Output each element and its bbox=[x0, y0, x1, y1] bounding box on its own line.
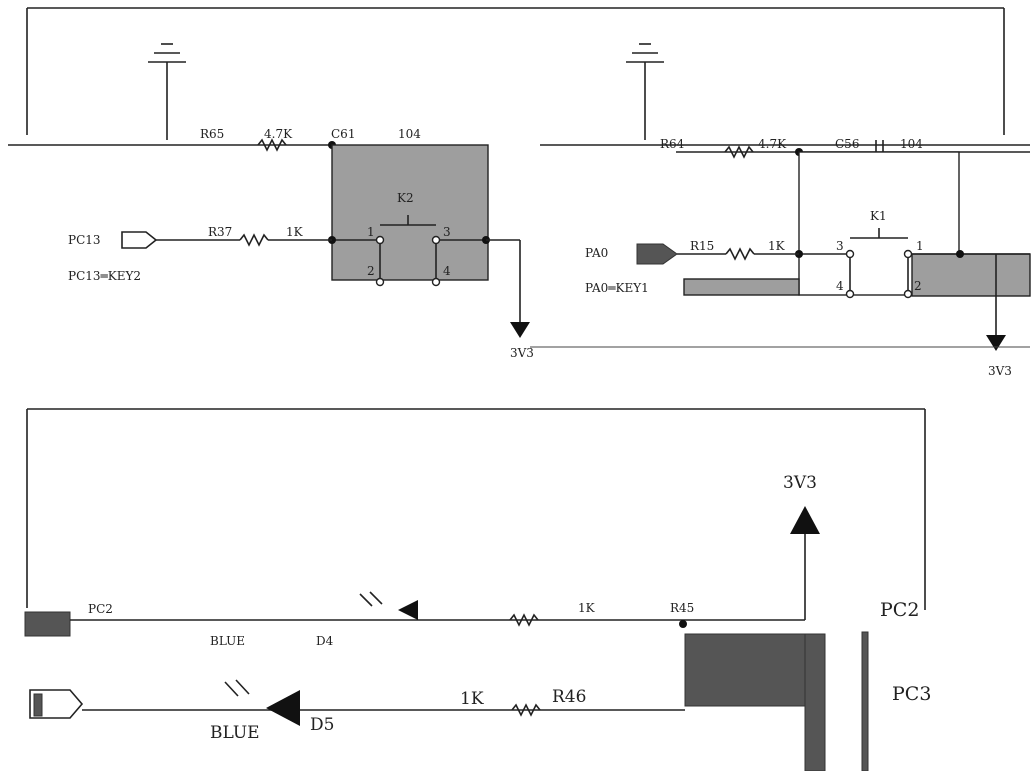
pc2-right-label: PC2 bbox=[880, 599, 919, 621]
r37-resistor-symbol bbox=[239, 233, 269, 247]
d4-name-label: D4 bbox=[316, 634, 334, 648]
k1-pin-2: 2 bbox=[914, 279, 922, 293]
k1-pin-3: 3 bbox=[836, 239, 844, 253]
r46-label: R46 bbox=[552, 687, 586, 707]
r46-resistor-symbol bbox=[511, 703, 541, 717]
r46-value: 1K bbox=[460, 689, 484, 709]
r45-label: R45 bbox=[670, 601, 694, 615]
key2-circuit: R65 4.7K C61 104 K2 1 2 3 4 PC13 PC13═KE… bbox=[8, 127, 534, 360]
r37-label: R37 bbox=[208, 225, 232, 239]
pc3-right-label: PC3 bbox=[892, 683, 931, 705]
pc3-port-symbol bbox=[29, 689, 84, 719]
k2-pin-4: 4 bbox=[443, 264, 451, 278]
c61-value: 104 bbox=[398, 127, 421, 141]
3v3-arrow-left bbox=[510, 322, 530, 338]
c56-value: 104 bbox=[900, 137, 923, 151]
r45-value: 1K bbox=[578, 601, 596, 615]
k1-pin-4: 4 bbox=[836, 279, 844, 293]
r64-label: R64 bbox=[660, 137, 685, 151]
3v3-up-arrow bbox=[790, 506, 820, 534]
key1-circuit: R64 4.7K C56 104 K1 3 1 4 2 PA0 P bbox=[530, 137, 1031, 378]
r15-resistor-symbol bbox=[725, 247, 755, 261]
pa0-alias-label: PA0═KEY1 bbox=[585, 281, 649, 295]
pc2-port-label: PC2 bbox=[88, 602, 113, 616]
d5-led-symbol bbox=[266, 690, 300, 726]
k2-pin-1: 1 bbox=[367, 225, 375, 239]
r15-value: 1K bbox=[768, 239, 786, 253]
r65-resistor-symbol bbox=[257, 138, 287, 152]
supply-label-left: 3V3 bbox=[510, 346, 534, 360]
r64-resistor-symbol bbox=[724, 145, 754, 159]
3v3-arrow-right bbox=[986, 335, 1006, 351]
d4-color-label: BLUE bbox=[210, 634, 245, 648]
d4-led-symbol bbox=[398, 600, 418, 620]
supply-label-bottom: 3V3 bbox=[783, 473, 817, 493]
d5-name-label: D5 bbox=[310, 715, 334, 735]
pc13-port-symbol bbox=[121, 231, 158, 249]
pa0-port-symbol bbox=[636, 243, 678, 265]
pc13-alias-label: PC13═KEY2 bbox=[68, 269, 141, 283]
k2-switch-body bbox=[331, 144, 489, 281]
r65-value: 4.7K bbox=[264, 127, 293, 141]
pc2-port-block bbox=[24, 611, 71, 637]
ground-symbol-left bbox=[148, 43, 186, 140]
k2-pin-2: 2 bbox=[367, 264, 375, 278]
top-frame bbox=[26, 7, 1005, 135]
c56-label: C56 bbox=[835, 137, 859, 151]
r65-label: R65 bbox=[200, 127, 224, 141]
pc13-port-label: PC13 bbox=[68, 233, 101, 247]
pa0-port-label: PA0 bbox=[585, 246, 608, 260]
k2-pin-3: 3 bbox=[443, 225, 451, 239]
r15-label: R15 bbox=[690, 239, 714, 253]
r64-value: 4.7K bbox=[758, 137, 787, 151]
d5-color-label: BLUE bbox=[210, 723, 260, 743]
r37-value: 1K bbox=[286, 225, 304, 239]
k1-label: K1 bbox=[870, 209, 887, 223]
led-driver-block bbox=[684, 633, 826, 707]
k1-pin-1: 1 bbox=[916, 239, 924, 253]
r45-resistor-symbol bbox=[509, 613, 539, 627]
ground-symbol-right bbox=[626, 43, 664, 140]
supply-label-right: 3V3 bbox=[988, 364, 1012, 378]
k2-label: K2 bbox=[397, 191, 414, 205]
c61-label: C61 bbox=[331, 127, 355, 141]
led-circuit: 3V3 PC2 BLUE D4 1K R45 PC2 BLUE D5 1K R4… bbox=[24, 408, 931, 771]
